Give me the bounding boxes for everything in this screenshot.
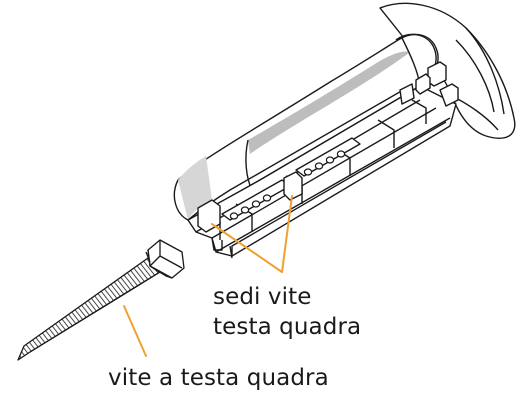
front-seat	[197, 199, 221, 233]
leader-screw	[123, 305, 147, 357]
label-seats-line2: testa quadra	[213, 314, 362, 340]
rear-seat	[283, 171, 303, 201]
leader-lines	[123, 195, 293, 357]
leader-seat-rear	[281, 195, 293, 273]
leader-seat-front	[211, 223, 283, 273]
plate-holes	[229, 150, 346, 220]
label-screw: vite a testa quadra	[108, 365, 329, 391]
square-head-screw	[17, 239, 185, 361]
handle-housing	[173, 2, 516, 259]
label-seats-line1: sedi vite	[213, 284, 312, 310]
